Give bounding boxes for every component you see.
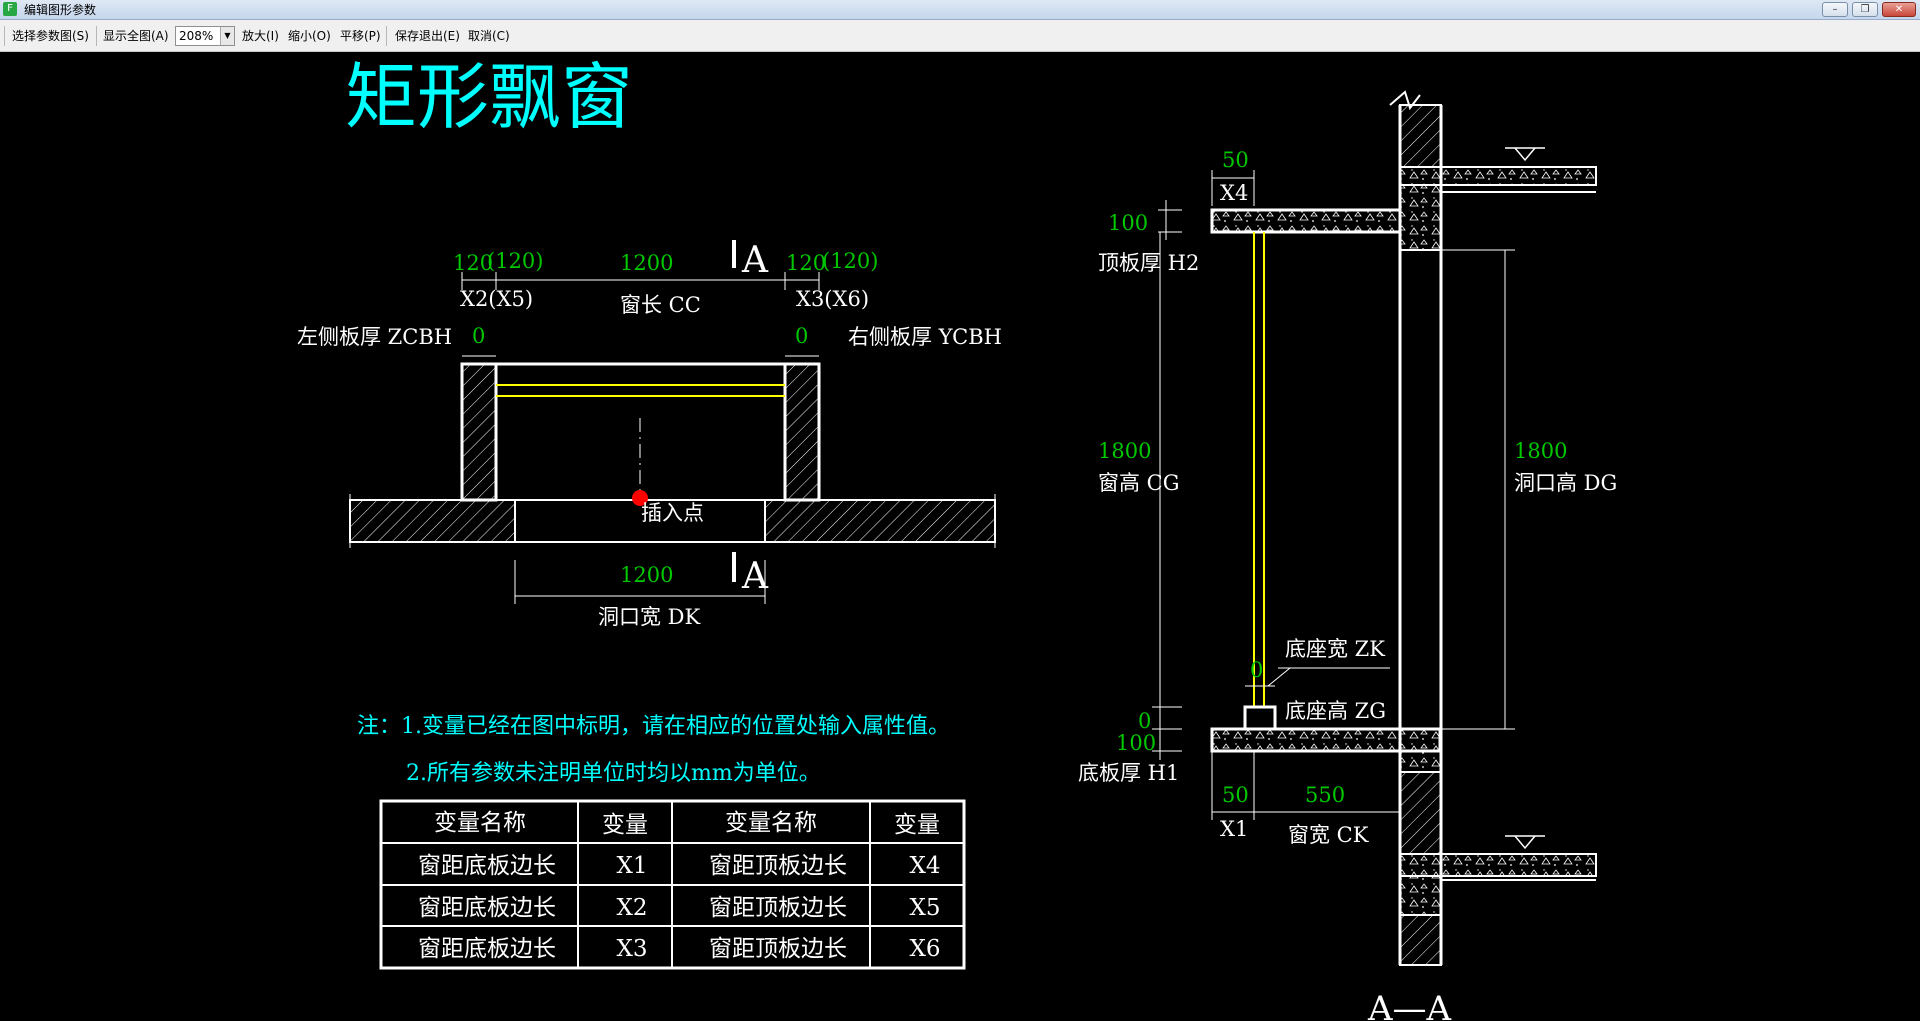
label-x2-x5: X2(X5) [460,287,533,311]
dim-1800-right[interactable]: 1800 [1514,439,1567,463]
dim-0-left[interactable]: 0 [1138,709,1151,733]
drawing-canvas[interactable]: 矩形飘窗 120 [0,52,1920,1021]
dim-1200-bottom[interactable]: 1200 [620,563,673,587]
label-window-length: 窗长 CC [620,293,701,317]
table-cell: 窗距底板边长 [418,936,556,962]
variable-table: 变量名称 变量 变量名称 变量 窗距底板边长 X1 窗距顶板边长 X4 窗距底板… [379,799,966,970]
label-left-thickness: 左侧板厚 ZCBH [297,325,452,349]
zoom-in-button[interactable]: 放大(I) [242,29,279,43]
label-window-height: 窗高 CG [1098,471,1180,495]
zoom-out-button[interactable]: 缩小(O) [288,29,331,43]
insert-point-marker[interactable] [632,490,648,506]
label-opening-height: 洞口高 DG [1514,471,1617,495]
toolbar-separator [96,26,97,46]
app-icon: F [3,2,17,16]
table-header-0: 变量名称 [434,810,526,836]
dim-120-right-paren[interactable]: (120) [822,249,878,273]
note-line-2: 2.所有参数未注明单位时均以mm为单位。 [406,761,821,786]
pan-button[interactable]: 平移(P) [340,29,381,43]
chevron-down-icon[interactable]: ▼ [220,27,234,45]
table-cell: X6 [909,936,940,962]
table-header-3: 变量 [894,812,940,838]
section-mark-top: A [741,240,769,281]
label-opening-width: 洞口宽 DK [598,605,701,629]
table-cell: X3 [616,936,647,962]
label-bottom-plate: 底板厚 H1 [1078,761,1179,785]
zoom-value: 208% [179,29,214,43]
table-cell: X2 [616,895,647,921]
toolbar-separator [386,26,387,46]
maximize-button[interactable]: ❐ [1852,2,1878,17]
dim-50-bottom[interactable]: 50 [1222,783,1249,807]
table-cell: 窗距顶板边长 [709,895,847,921]
dim-0-base[interactable]: 0 [1250,658,1263,682]
title-bar: F 编辑图形参数 – ❐ ✕ [0,0,1920,20]
drawing-title: 矩形飘窗 [345,55,633,139]
dim-1200-top[interactable]: 1200 [620,251,673,275]
close-button[interactable]: ✕ [1882,2,1916,17]
cancel-button[interactable]: 取消(C) [468,29,510,43]
dim-120-left-paren[interactable]: (120) [487,249,543,273]
dim-100-bottom[interactable]: 100 [1116,731,1156,755]
label-base-width: 底座宽 ZK [1285,637,1385,661]
label-base-height: 底座高 ZG [1285,699,1386,723]
table-header-1: 变量 [602,812,648,838]
dim-550[interactable]: 550 [1305,783,1345,807]
dim-1800-left[interactable]: 1800 [1098,439,1151,463]
table-cell: X1 [616,853,647,879]
toolbar: 选择参数图(S) 显示全图(A) 208% ▼ 放大(I) 缩小(O) 平移(P… [0,20,1920,52]
label-x4: X4 [1220,181,1248,205]
label-x3-x6: X3(X6) [796,287,869,311]
label-insert-point: 插入点 [641,501,704,525]
label-window-width: 窗宽 CK [1288,823,1369,847]
dim-120-left[interactable]: 120 [453,251,493,275]
table-cell: 窗距底板边长 [418,853,556,879]
dim-120-right[interactable]: 120 [786,251,826,275]
table-cell: X5 [909,895,940,921]
table-cell: 窗距底板边长 [418,895,556,921]
minimize-button[interactable]: – [1822,2,1848,17]
dim-100-top[interactable]: 100 [1108,211,1148,235]
label-right-thickness: 右侧板厚 YCBH [848,325,1002,349]
show-all-button[interactable]: 显示全图(A) [103,29,169,43]
section-view [1152,90,1597,966]
label-top-plate: 顶板厚 H2 [1098,251,1199,275]
dim-right-zero[interactable]: 0 [795,324,808,348]
table-cell: 窗距顶板边长 [709,936,847,962]
toolbar-separator [4,26,5,46]
select-param-map-button[interactable]: 选择参数图(S) [12,29,89,43]
dim-50-top[interactable]: 50 [1222,148,1249,172]
table-cell: 窗距顶板边长 [709,853,847,879]
window-title: 编辑图形参数 [24,3,97,17]
zoom-select[interactable]: 208% ▼ [175,26,235,46]
label-x1: X1 [1220,817,1248,841]
section-label: A—A [1367,989,1452,1021]
table-header-2: 变量名称 [725,810,817,836]
table-cell: X4 [909,853,940,879]
section-mark-bottom: A [741,556,769,597]
save-exit-button[interactable]: 保存退出(E) [395,29,460,43]
dim-left-zero[interactable]: 0 [472,324,485,348]
plan-view [349,240,996,604]
note-line-1: 注：1.变量已经在图中标明，请在相应的位置处输入属性值。 [357,714,950,739]
